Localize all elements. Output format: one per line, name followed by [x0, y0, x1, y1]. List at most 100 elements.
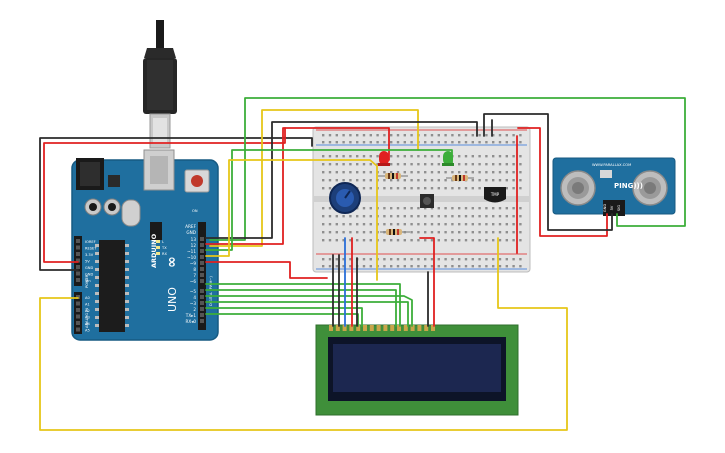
terminal-hole	[478, 215, 481, 218]
arduino-uno-board: AREF GND 1312~11~10~987~6~54~32TX▸1RX◂0 …	[71, 149, 219, 341]
rail-hole	[498, 258, 502, 261]
lcd-pin[interactable]	[410, 325, 415, 331]
lcd-pin[interactable]	[431, 325, 435, 331]
terminal-hole	[335, 239, 338, 242]
digital-pin[interactable]	[200, 273, 204, 277]
terminal-hole	[451, 223, 454, 226]
lcd-pin[interactable]	[342, 325, 347, 331]
rail-hole	[424, 134, 427, 137]
terminal-hole	[478, 231, 481, 234]
terminal-hole	[322, 187, 325, 190]
digital-pin[interactable]	[200, 313, 204, 317]
analog-pin[interactable]	[76, 308, 80, 312]
terminal-hole	[362, 155, 366, 158]
rail-hole	[328, 141, 332, 144]
rail-hole	[498, 141, 502, 144]
terminal-hole	[390, 215, 393, 218]
lcd-pin[interactable]	[363, 325, 367, 331]
terminal-hole	[342, 215, 345, 218]
terminal-hole	[322, 215, 325, 218]
rail-hole	[471, 134, 474, 137]
terminal-hole	[519, 171, 522, 174]
power-pin[interactable]	[76, 278, 80, 282]
wire-red-12	[205, 127, 390, 245]
digital-pin[interactable]	[200, 261, 204, 265]
rail-hole	[498, 265, 502, 268]
lcd-pin[interactable]	[424, 325, 429, 331]
ping-pin-label: 5V	[610, 205, 614, 210]
terminal-hole	[328, 223, 332, 226]
power-pin-label: 5V	[85, 260, 90, 264]
potentiometer[interactable]	[329, 182, 361, 214]
label-gnd: GND	[186, 230, 196, 235]
rail-hole	[390, 265, 393, 268]
lcd-pin[interactable]	[356, 325, 361, 331]
terminal-hole	[464, 163, 468, 166]
digital-pin[interactable]	[200, 307, 204, 311]
lcd-pin-header	[329, 325, 435, 331]
terminal-hole	[471, 187, 474, 190]
terminal-hole	[471, 207, 474, 210]
power-pin[interactable]	[76, 245, 80, 250]
wire-yellow-10	[205, 159, 378, 281]
lcd-pin[interactable]	[397, 325, 401, 331]
digital-pin[interactable]	[200, 237, 204, 241]
terminal-hole	[369, 231, 372, 234]
terminal-hole	[403, 187, 406, 190]
lcd-pin[interactable]	[335, 325, 340, 331]
lcd-pin[interactable]	[369, 325, 374, 331]
digital-pin[interactable]	[200, 279, 204, 283]
terminal-hole	[417, 215, 420, 218]
digital-pin[interactable]	[200, 243, 204, 247]
lcd-pin[interactable]	[403, 325, 408, 331]
rail-hole	[403, 258, 406, 261]
rail-hole	[342, 141, 345, 144]
terminal-hole	[512, 179, 515, 182]
digital-pin[interactable]	[200, 295, 204, 299]
analog-pin[interactable]	[76, 327, 80, 332]
analog-pin[interactable]	[76, 321, 80, 325]
digital-pin[interactable]	[200, 289, 204, 293]
lcd-pin[interactable]	[376, 325, 381, 331]
power-label: POWER	[85, 274, 89, 288]
power-pin[interactable]	[76, 252, 80, 256]
push-button[interactable]	[420, 194, 434, 208]
power-pin[interactable]	[76, 271, 80, 276]
terminal-hole	[451, 187, 454, 190]
terminal-hole	[498, 231, 502, 234]
lcd-pin[interactable]	[390, 325, 395, 331]
ping-pin-label: SIG	[617, 205, 621, 211]
terminal-hole	[335, 179, 338, 182]
power-pin[interactable]	[76, 258, 80, 263]
analog-in-label: ANALOG IN	[85, 308, 89, 328]
power-pin[interactable]	[76, 239, 80, 243]
lcd-pin[interactable]	[349, 325, 354, 331]
digital-pin[interactable]	[200, 319, 204, 323]
analog-pin[interactable]	[76, 301, 80, 306]
terminal-hole	[444, 231, 447, 234]
digital-pin[interactable]	[200, 249, 204, 253]
digital-pin[interactable]	[200, 267, 204, 271]
analog-pin[interactable]	[76, 314, 80, 319]
power-pin[interactable]	[76, 265, 80, 269]
rail-hole	[458, 134, 461, 137]
terminal-hole	[492, 163, 495, 166]
digital-pin[interactable]	[200, 255, 204, 259]
analog-pin[interactable]	[76, 295, 80, 299]
terminal-hole	[464, 231, 468, 234]
digital-pin[interactable]	[200, 301, 204, 305]
terminal-hole	[390, 239, 393, 242]
lcd-pin[interactable]	[417, 325, 422, 331]
lcd-pin[interactable]	[329, 325, 333, 331]
terminal-hole	[478, 239, 481, 242]
terminal-hole	[444, 187, 447, 190]
terminal-hole	[437, 171, 440, 174]
terminal-hole	[322, 179, 325, 182]
terminal-hole	[410, 207, 413, 210]
rail-hole	[424, 258, 427, 261]
terminal-hole	[430, 239, 434, 242]
terminal-hole	[362, 179, 366, 182]
rail-hole	[376, 134, 379, 137]
rail-hole	[369, 141, 372, 144]
lcd-pin[interactable]	[383, 325, 388, 331]
